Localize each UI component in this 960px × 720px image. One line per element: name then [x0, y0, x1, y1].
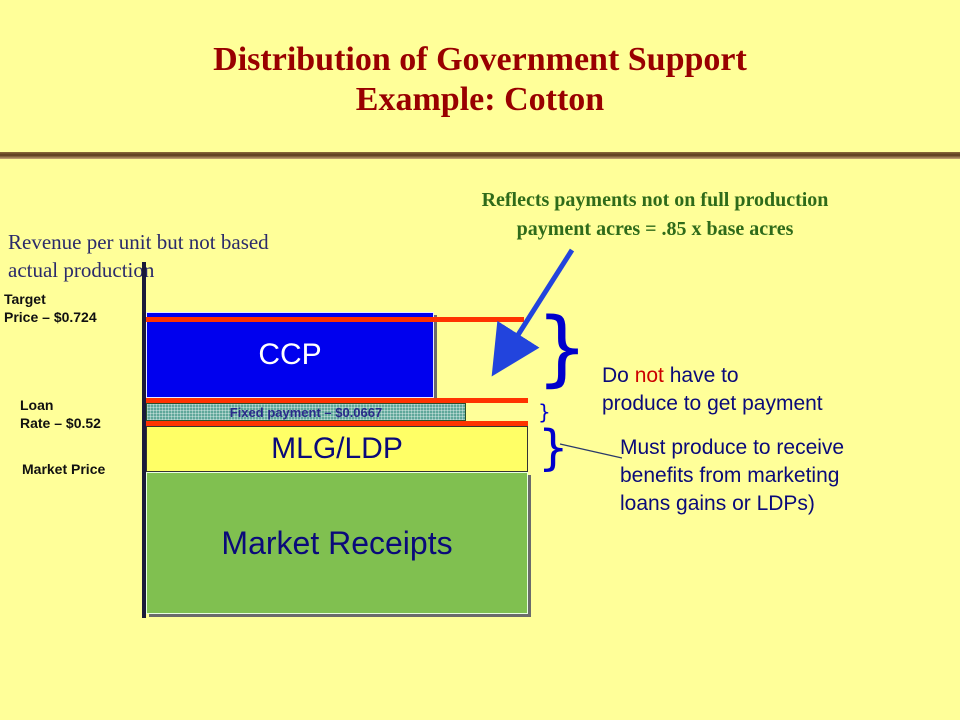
- target-price-label-line-1: Target: [4, 291, 46, 307]
- ccp-label: CCP: [258, 338, 322, 371]
- loan-rate-label-line-2: Rate – $0.52: [20, 415, 101, 431]
- do-prefix-text: Do: [602, 364, 635, 387]
- must-produce-note: Must produce to receive benefits from ma…: [620, 434, 844, 518]
- market-receipts-label: Market Receipts: [221, 524, 453, 561]
- loan-rate-line: [146, 421, 528, 426]
- revenue-note-line-1: Revenue per unit but not based: [8, 230, 269, 254]
- must-produce-note-line-3: loans gains or LDPs): [620, 492, 815, 515]
- target-price-line: [146, 317, 524, 322]
- mlg-ldp-block: MLG/LDP: [146, 426, 528, 472]
- fixed-payment-block: Fixed payment – $0.0667: [146, 403, 466, 421]
- page-title: Distribution of Government Support Examp…: [0, 40, 960, 120]
- reflects-note-line-2: payment acres = .85 x base acres: [516, 218, 794, 240]
- do-not-produce-note: Do not have to produce to get payment: [602, 362, 823, 418]
- reflects-note-line-1: Reflects payments not on full production: [481, 189, 829, 211]
- revenue-note: Revenue per unit but not based actual pr…: [8, 228, 388, 284]
- must-produce-note-line-1: Must produce to receive: [620, 436, 845, 459]
- market-price-label: Market Price: [22, 461, 106, 477]
- loan-rate-label: Loan Rate – $0.52: [20, 396, 101, 432]
- y-axis: [142, 262, 146, 618]
- diagonal-arrow-icon: [491, 248, 575, 377]
- market-receipts-block: Market Receipts: [146, 472, 528, 614]
- target-price-label-line-2: Price – $0.724: [4, 309, 97, 325]
- right-curly-brace-icon: }: [538, 400, 551, 424]
- right-curly-brace-icon: }: [538, 420, 569, 476]
- do-not-produce-note-line-1: Do not have to: [602, 362, 823, 390]
- title-line-2: Example: Cotton: [355, 81, 605, 118]
- do-not-produce-note-line-2: produce to get payment: [602, 392, 823, 415]
- do-suffix-text: have to: [663, 364, 739, 387]
- right-curly-brace-icon: }: [536, 301, 589, 396]
- must-produce-note-line-2: benefits from marketing: [620, 464, 840, 487]
- loan-rate-label-line-1: Loan: [20, 397, 54, 413]
- mlg-ldp-label: MLG/LDP: [271, 432, 403, 465]
- revenue-note-line-2: actual production: [8, 258, 155, 282]
- ccp-block: CCP: [146, 312, 434, 398]
- header-divider: [0, 152, 960, 159]
- connector-line: [559, 443, 623, 459]
- title-line-1: Distribution of Government Support: [213, 41, 747, 78]
- not-emphasis-text: not: [634, 364, 664, 387]
- fixed-payment-top-line: [146, 398, 528, 403]
- target-price-label: Target Price – $0.724: [4, 290, 97, 326]
- reflects-note: Reflects payments not on full production…: [410, 186, 900, 244]
- fixed-payment-label: Fixed payment – $0.0667: [229, 404, 383, 420]
